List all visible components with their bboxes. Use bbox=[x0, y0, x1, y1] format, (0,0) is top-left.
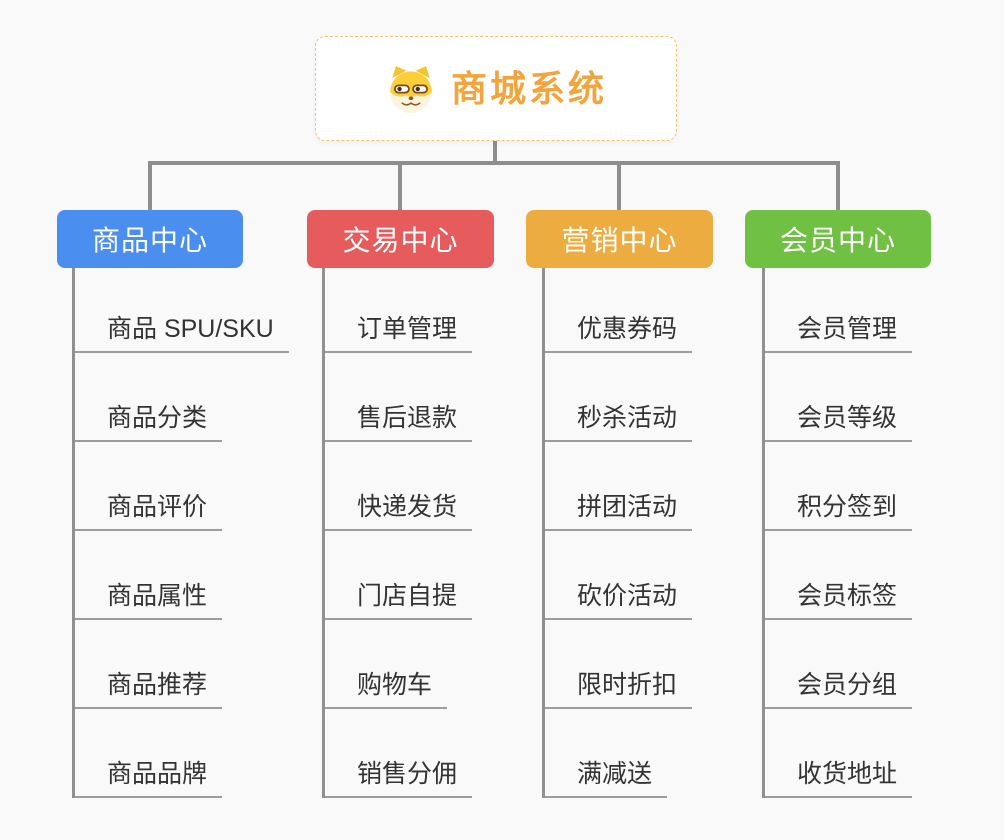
leaf-item[interactable]: 满减送 bbox=[545, 709, 668, 798]
branch-label: 交易中心 bbox=[342, 225, 459, 256]
leaf-item[interactable]: 商品推荐 bbox=[75, 620, 223, 709]
leaf-label: 会员管理 bbox=[797, 315, 898, 343]
column-product: 商品 SPU/SKU 商品分类 商品评价 商品属性 商品推荐 商品品牌 bbox=[72, 267, 289, 798]
leaf-label: 商品推荐 bbox=[107, 671, 208, 699]
leaf-item[interactable]: 会员管理 bbox=[765, 267, 913, 353]
leaf-label: 商品品牌 bbox=[107, 760, 208, 788]
connector-drop-marketing bbox=[617, 161, 621, 211]
branch-label: 营销中心 bbox=[561, 225, 678, 256]
leaf-item[interactable]: 砍价活动 bbox=[545, 531, 693, 620]
leaf-label: 会员分组 bbox=[797, 671, 898, 699]
leaf-label: 秒杀活动 bbox=[577, 404, 678, 432]
leaf-label: 购物车 bbox=[357, 671, 433, 699]
leaf-item[interactable]: 会员等级 bbox=[765, 353, 913, 442]
leaf-label: 会员标签 bbox=[797, 582, 898, 610]
leaf-item[interactable]: 拼团活动 bbox=[545, 442, 693, 531]
connector-horizontal-bus bbox=[148, 161, 840, 165]
connector-drop-product bbox=[148, 161, 152, 211]
leaf-item[interactable]: 订单管理 bbox=[325, 267, 473, 353]
connector-drop-trade bbox=[398, 161, 402, 211]
leaf-item[interactable]: 收货地址 bbox=[765, 709, 913, 798]
leaf-item[interactable]: 销售分佣 bbox=[325, 709, 473, 798]
leaf-label: 会员等级 bbox=[797, 404, 898, 432]
leaf-item[interactable]: 秒杀活动 bbox=[545, 353, 693, 442]
connector-root-vertical bbox=[493, 141, 497, 163]
leaf-item[interactable]: 商品属性 bbox=[75, 531, 223, 620]
leaf-label: 商品评价 bbox=[107, 493, 208, 521]
doge-icon bbox=[390, 65, 432, 113]
leaf-label: 售后退款 bbox=[357, 404, 458, 432]
column-marketing: 优惠券码 秒杀活动 拼团活动 砍价活动 限时折扣 满减送 bbox=[542, 267, 693, 798]
leaf-item[interactable]: 商品品牌 bbox=[75, 709, 223, 798]
leaf-label: 砍价活动 bbox=[577, 582, 678, 610]
column-member: 会员管理 会员等级 积分签到 会员标签 会员分组 收货地址 bbox=[762, 267, 913, 798]
leaf-label: 拼团活动 bbox=[577, 493, 678, 521]
leaf-label: 销售分佣 bbox=[357, 760, 458, 788]
branch-label: 会员中心 bbox=[779, 225, 896, 256]
root-title: 商城系统 bbox=[450, 67, 607, 109]
leaf-item[interactable]: 优惠券码 bbox=[545, 267, 693, 353]
branch-node-product[interactable]: 商品中心 bbox=[57, 210, 243, 268]
leaf-label: 商品属性 bbox=[107, 582, 208, 610]
connector-drop-member bbox=[836, 161, 840, 211]
root-node[interactable]: 商城系统 bbox=[315, 36, 677, 141]
leaf-label: 快递发货 bbox=[357, 493, 458, 521]
leaf-label: 积分签到 bbox=[797, 493, 898, 521]
branch-label: 商品中心 bbox=[91, 225, 208, 256]
branch-node-marketing[interactable]: 营销中心 bbox=[526, 210, 713, 268]
column-trade: 订单管理 售后退款 快递发货 门店自提 购物车 销售分佣 bbox=[322, 267, 473, 798]
leaf-item[interactable]: 限时折扣 bbox=[545, 620, 693, 709]
leaf-item[interactable]: 门店自提 bbox=[325, 531, 473, 620]
leaf-label: 商品分类 bbox=[107, 404, 208, 432]
leaf-label: 门店自提 bbox=[357, 582, 458, 610]
leaf-label: 满减送 bbox=[577, 760, 653, 788]
leaf-label: 商品 SPU/SKU bbox=[107, 315, 274, 343]
leaf-item[interactable]: 商品 SPU/SKU bbox=[75, 267, 289, 353]
leaf-item[interactable]: 快递发货 bbox=[325, 442, 473, 531]
leaf-label: 限时折扣 bbox=[577, 671, 678, 699]
leaf-item[interactable]: 商品分类 bbox=[75, 353, 223, 442]
leaf-item[interactable]: 积分签到 bbox=[765, 442, 913, 531]
leaf-item[interactable]: 购物车 bbox=[325, 620, 448, 709]
branch-node-trade[interactable]: 交易中心 bbox=[307, 210, 494, 268]
branch-node-member[interactable]: 会员中心 bbox=[745, 210, 931, 268]
leaf-item[interactable]: 商品评价 bbox=[75, 442, 223, 531]
leaf-item[interactable]: 会员分组 bbox=[765, 620, 913, 709]
leaf-label: 订单管理 bbox=[357, 315, 458, 343]
leaf-label: 收货地址 bbox=[797, 760, 898, 788]
leaf-item[interactable]: 售后退款 bbox=[325, 353, 473, 442]
leaf-item[interactable]: 会员标签 bbox=[765, 531, 913, 620]
leaf-label: 优惠券码 bbox=[577, 315, 678, 343]
